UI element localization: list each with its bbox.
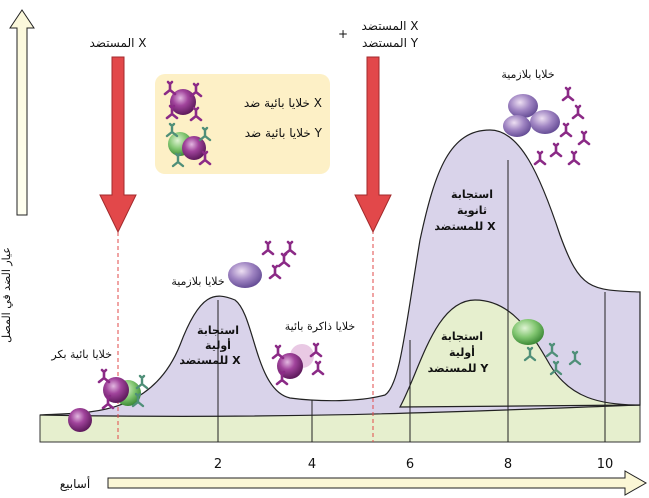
legend-b-cell-y: خلايا بائية ضد Y [245, 126, 323, 140]
svg-text:ثانوية: ثانوية [457, 204, 487, 217]
antigen-x-label: المستضد X [89, 36, 146, 50]
antigen-xy-plus: + [338, 27, 348, 41]
plasma-cells-1 [228, 240, 297, 288]
legend-b-cell-y-icon [182, 136, 206, 160]
memory-b-cells-label: خلايا ذاكرة بائية [285, 320, 356, 333]
secondary-x-label: استجابة ثانوية للمستضد X [434, 188, 496, 233]
x-tick-2: 2 [214, 457, 222, 472]
primary-y-label: استجابة أولية للمستضد Y [428, 330, 490, 375]
plasma-cells-label-1: خلايا بلازمية [171, 275, 224, 288]
svg-text:استجابة: استجابة [197, 324, 239, 337]
svg-text:للمستضد X: للمستضد X [434, 220, 496, 233]
x-tick-6: 6 [406, 457, 414, 472]
x-tick-10: 10 [597, 457, 614, 472]
antigen-xy-label-1: المستضد X [361, 19, 418, 33]
legend-b-cell-x: خلايا بائية ضد X [244, 96, 322, 110]
plasma-cells-label-2: خلايا بلازمية [501, 68, 554, 81]
naive-b-cells-label: خلايا بائية بكر [50, 348, 112, 361]
x-ticks: 2 4 6 8 10 [214, 457, 613, 472]
antigen-x-arrow [99, 56, 137, 234]
svg-text:أولية: أولية [449, 345, 475, 359]
y-axis-arrow [9, 9, 35, 216]
svg-text:للمستضد Y: للمستضد Y [428, 362, 490, 375]
x-tick-4: 4 [308, 457, 316, 472]
naive-b-cells [68, 368, 149, 432]
x-tick-8: 8 [504, 457, 512, 472]
antigen-xy-label-2: المستضد Y [362, 36, 419, 50]
y-axis-label: عيار الضد في المصل [0, 247, 13, 343]
response-y-area [398, 299, 641, 408]
x-axis-arrow [107, 470, 648, 496]
legend: خلايا بائية ضد X خلايا بائية ضد Y [155, 74, 330, 174]
svg-text:استجابة: استجابة [451, 188, 493, 201]
y-plasma-cells [512, 319, 582, 376]
primary-x-label: استجابة أولية للمستضد X [179, 324, 241, 367]
plasma-cells-2 [503, 86, 591, 166]
memory-b-cells [271, 342, 325, 386]
svg-text:أولية: أولية [205, 338, 231, 352]
svg-text:للمستضد X: للمستضد X [179, 354, 241, 367]
x-axis-label: أسابيع [60, 476, 90, 491]
svg-text:استجابة: استجابة [441, 330, 483, 343]
antigen-xy-arrow [354, 56, 392, 234]
legend-b-cell-x-icon [170, 89, 196, 115]
